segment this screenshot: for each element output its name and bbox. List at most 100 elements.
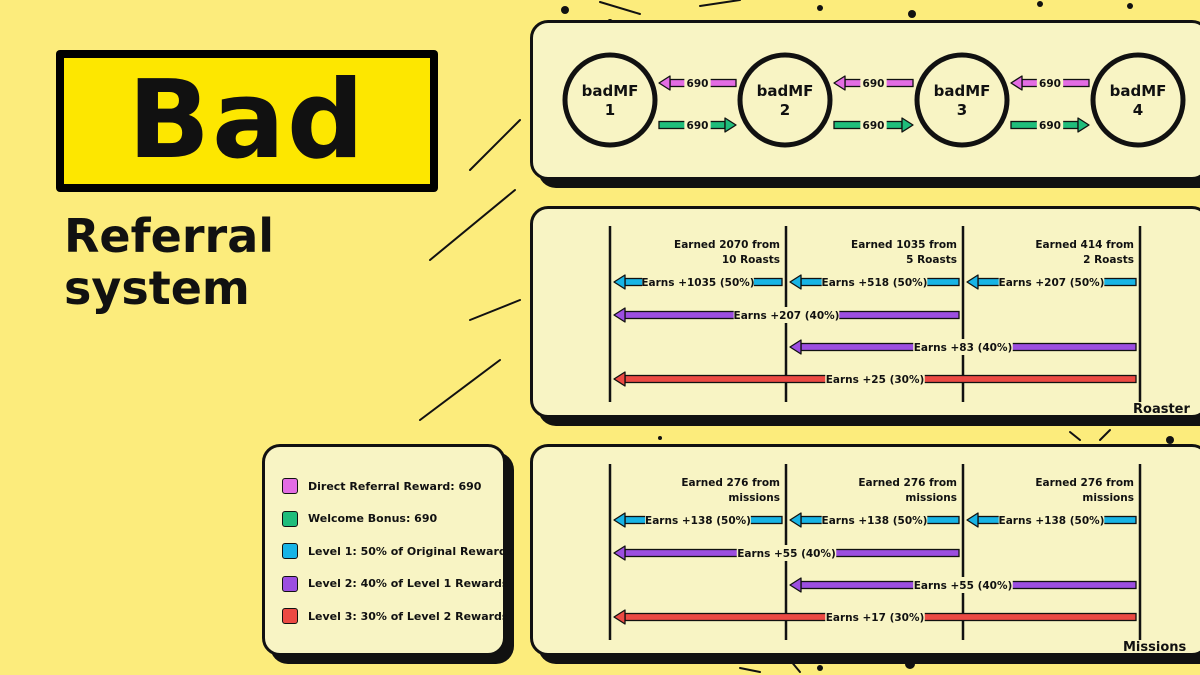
missions-level2-arrow-2-label: Earns +55 (40%) (914, 580, 1013, 592)
roaster-earned-3-line1: Earned 414 from (1035, 239, 1134, 251)
missions-level1-arrow-1-head (613, 512, 626, 528)
missions-level3-arrow-1-head (613, 609, 626, 625)
roaster-level1-arrow-3-label-bg (998, 274, 1105, 290)
roaster-level3-arrow-1-label: Earns +25 (30%) (826, 374, 925, 386)
roaster-level1-arrow-1: Earns +1035 (50%) (613, 274, 783, 290)
missions-level1-arrow-1-label-bg (645, 512, 751, 528)
missions-earned-2-line2: missions (905, 492, 957, 504)
direct-reward-arrow-2-label: 690 (863, 78, 885, 90)
roaster-level2-arrow-1: Earns +207 (40%) (613, 307, 960, 323)
user-node-1-number: 1 (605, 101, 615, 119)
roaster-earned-1-line2: 10 Roasts (722, 254, 780, 266)
roaster-label: Roaster (1133, 402, 1190, 417)
missions-level2-arrow-1-head (613, 545, 626, 561)
direct-reward-arrow-2-head (833, 75, 846, 91)
welcome-bonus-arrow-2-label: 690 (863, 120, 885, 132)
missions-level1-arrow-1-label: Earns +138 (50%) (645, 515, 751, 527)
missions-level1-arrow-3-label-bg (998, 512, 1105, 528)
welcome-bonus-arrow-2-head (901, 117, 914, 133)
missions-level2-arrow-2-label-bg (913, 577, 1013, 593)
roaster-level3-arrow-1: Earns +25 (30%) (613, 371, 1137, 387)
subtitle-line-1: Referral (64, 209, 275, 263)
direct-reward-arrow-3-label: 690 (1039, 78, 1061, 90)
missions-level2-arrow-1: Earns +55 (40%) (613, 545, 960, 561)
subtitle-line-2: system (64, 261, 250, 315)
legend-label: Level 1: 50% of Original Rewards (308, 544, 514, 558)
welcome-bonus-arrow-3-label-bg (1036, 117, 1064, 133)
welcome-bonus-arrow-3-label: 690 (1039, 120, 1061, 132)
page-title: Bad (127, 58, 367, 183)
legend-label: Level 3: 30% of Level 2 Rewards (308, 609, 509, 623)
user-node-4-number: 4 (1133, 101, 1143, 119)
missions-level1-arrow-2-label-bg (821, 512, 928, 528)
roaster-level1-arrow-2-label: Earns +518 (50%) (822, 277, 928, 289)
direct-reward-arrow-2-label-bg (860, 75, 887, 91)
missions-flow-diagram: Earned 276 from missions Earned 276 from mi… (608, 464, 1142, 640)
roaster-level2-arrow-2: Earns +83 (40%) (789, 339, 1137, 355)
legend-swatch (282, 478, 298, 494)
user-node-4-name: badMF (1110, 82, 1167, 100)
missions-level3-arrow-1-label-bg (825, 609, 925, 625)
welcome-bonus-arrow-1-label-bg (684, 117, 711, 133)
roaster-level2-arrow-1-label-bg (733, 307, 840, 323)
roaster-level1-arrow-1-head (613, 274, 626, 290)
roaster-earned-1-line1: Earned 2070 from (674, 239, 780, 251)
roaster-earned-3-line2: 2 Roasts (1083, 254, 1134, 266)
legend-swatch (282, 608, 298, 624)
direct-reward-arrow-2: 690 (833, 75, 914, 91)
roaster-level3-arrow-1-label-bg (825, 371, 925, 387)
legend-item: Level 3: 30% of Level 2 Rewards (282, 606, 508, 626)
direct-reward-arrow-1-head (658, 75, 671, 91)
user-node-1 (562, 52, 658, 148)
missions-level1-arrow-2: Earns +138 (50%) (789, 512, 960, 528)
missions-level1-arrow-2-head (789, 512, 802, 528)
missions-earned-3-line2: missions (1082, 492, 1134, 504)
user-node-3 (914, 52, 1010, 148)
legend-swatch (282, 543, 298, 559)
missions-level3-arrow-1: Earns +17 (30%) (613, 609, 1137, 625)
roaster-level2-arrow-2-head (789, 339, 802, 355)
roaster-level1-arrow-2-label-bg (821, 274, 928, 290)
legend-item: Welcome Bonus: 690 (282, 509, 437, 529)
missions-level2-arrow-1-label: Earns +55 (40%) (737, 548, 836, 560)
missions-level2-arrow-2-head (789, 577, 802, 593)
roaster-level2-arrow-2-label-bg (913, 339, 1013, 355)
legend-swatch (282, 575, 298, 592)
direct-reward-arrow-1-label-bg (684, 75, 711, 91)
missions-level1-arrow-3: Earns +138 (50%) (966, 512, 1137, 528)
welcome-bonus-arrow-3-head (1077, 117, 1090, 133)
roaster-level2-arrow-2-label: Earns +83 (40%) (914, 342, 1013, 354)
page-subtitle: Referral system (64, 210, 394, 314)
legend-label: Direct Referral Reward: 690 (308, 479, 482, 493)
roaster-level1-arrow-1-label: Earns +1035 (50%) (641, 277, 754, 289)
legend-item: Level 2: 40% of Level 1 Rewards (282, 574, 508, 594)
welcome-bonus-arrow-1-label: 690 (687, 120, 709, 132)
welcome-bonus-arrow-2: 690 (833, 117, 914, 133)
missions-level3-arrow-1-label: Earns +17 (30%) (826, 612, 925, 624)
missions-earned-2-line1: Earned 276 from (858, 477, 957, 489)
legend-label: Welcome Bonus: 690 (308, 512, 438, 525)
missions-level2-arrow-2: Earns +55 (40%) (789, 577, 1137, 593)
roaster-level1-arrow-2: Earns +518 (50%) (789, 274, 960, 290)
user-node-3-number: 3 (957, 101, 967, 119)
user-node-1-name: badMF (582, 82, 639, 100)
missions-earned-1-line1: Earned 276 from (681, 477, 780, 489)
direct-reward-arrow-1: 690 (658, 75, 737, 91)
welcome-bonus-arrow-3: 690 (1010, 117, 1090, 133)
welcome-bonus-arrow-2-label-bg (860, 117, 887, 133)
user-node-2-name: badMF (757, 82, 814, 100)
roaster-level1-arrow-3-label: Earns +207 (50%) (999, 277, 1105, 289)
missions-label: Missions (1123, 640, 1187, 655)
roaster-level1-arrow-3-head (966, 274, 979, 290)
missions-level2-arrow-1-label-bg (736, 545, 837, 561)
legend-item: Direct Referral Reward: 690 (282, 476, 481, 496)
title-badge: Bad (56, 50, 438, 192)
missions-earned-3-line1: Earned 276 from (1035, 477, 1134, 489)
user-node-2-number: 2 (780, 101, 790, 119)
user-node-4 (1090, 52, 1186, 148)
roaster-earned-2-line2: 5 Roasts (906, 254, 957, 266)
user-node-2 (737, 52, 833, 148)
direct-reward-arrow-3-label-bg (1036, 75, 1064, 91)
legend-panel (262, 444, 506, 656)
